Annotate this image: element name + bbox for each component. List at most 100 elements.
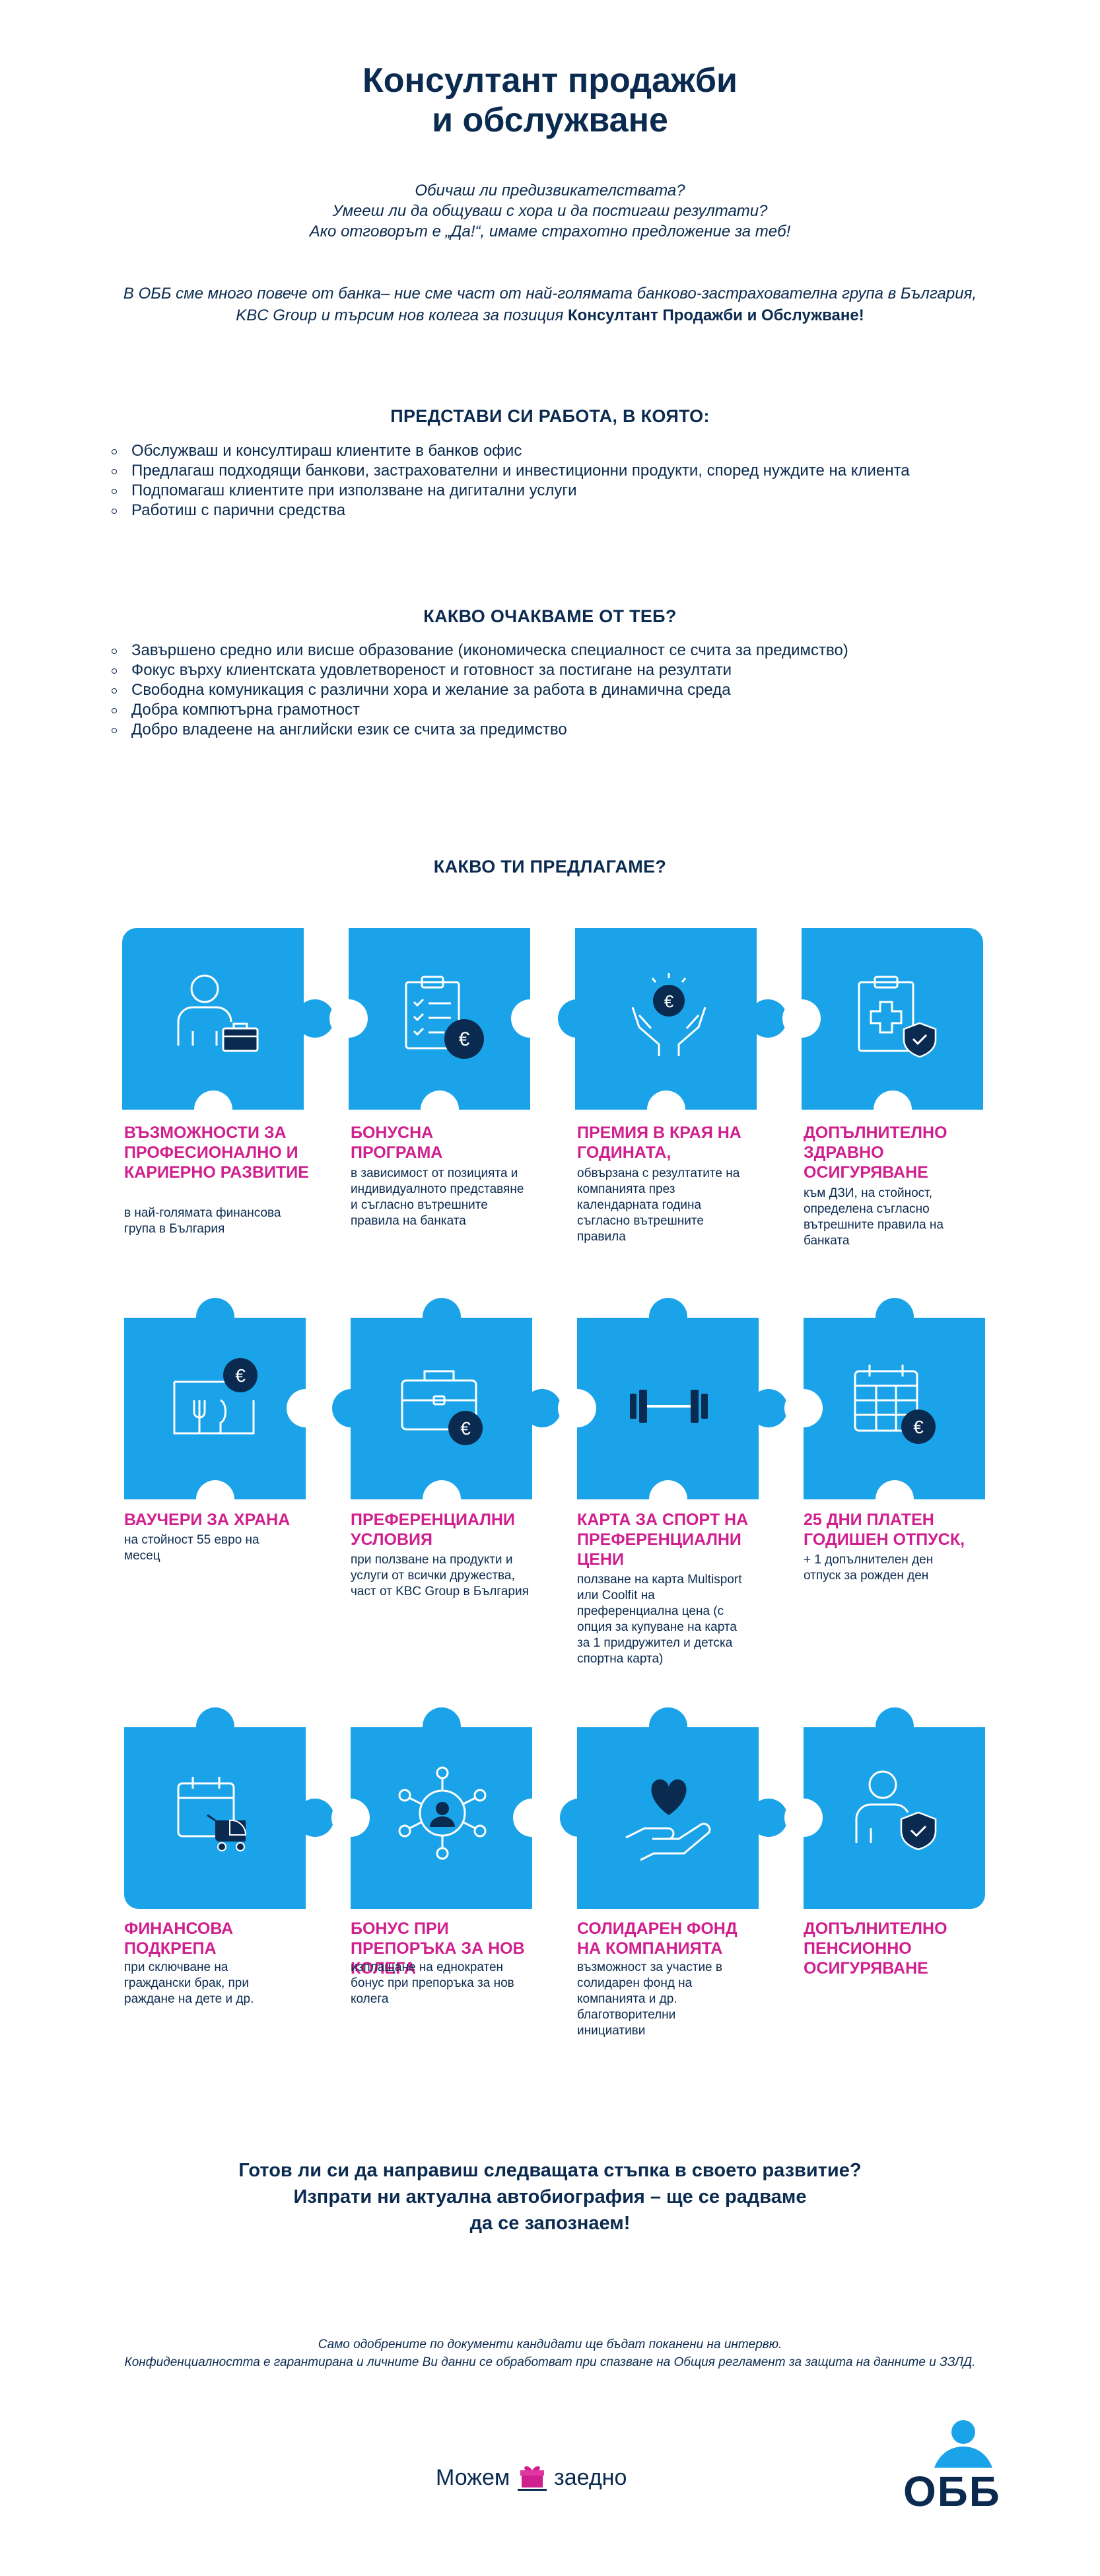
person-briefcase-icon	[177, 974, 259, 1052]
benefit-title: ФИНАНСОВА ПОДКРЕПА	[124, 1919, 234, 1958]
puzzle-piece	[804, 1727, 985, 1909]
benefit-description: в най-голямата финансова група в Българи…	[124, 1206, 281, 1236]
puzzle-piece	[802, 928, 983, 1110]
benefit-title: ВЪЗМОЖНОСТИ ЗА ПРОФЕСИОНАЛНО И КАРИЕРНО …	[124, 1124, 309, 1182]
referral-network-icon	[398, 1766, 487, 1860]
puzzle-knob	[749, 999, 787, 1038]
benefit-title: ДОПЪЛНИТЕЛНО ЗДРАВНО ОСИГУРЯВАНЕ	[804, 1124, 947, 1182]
puzzle-hole	[331, 1799, 370, 1837]
benefit-title: СОЛИДАРЕН ФОНД НА КОМПАНИЯТА	[577, 1919, 738, 1958]
svg-text:€: €	[460, 1418, 471, 1439]
person-shield-icon	[855, 1770, 937, 1851]
about-line-2: KBC Group и търсим нов колега за позиция…	[79, 304, 1021, 326]
list-item: Предлагаш подходящи банкови, застраховат…	[109, 461, 910, 481]
puzzle-knob	[749, 1799, 788, 1837]
about-line-1: В ОББ сме много повече от банка– ние сме…	[123, 285, 977, 303]
benefit-title: БОНУСНА ПРОГРАМА	[351, 1124, 443, 1162]
list-item: Свободна комуникация с различни хора и ж…	[109, 680, 848, 700]
benefit-description: при сключване на граждански брак, при ра…	[124, 1960, 254, 2006]
title-line-1: Консултант продажби	[362, 61, 738, 100]
benefit-description: на стойност 55 евро на месец	[124, 1533, 259, 1563]
puzzle-piece	[804, 1318, 985, 1499]
puzzle-hole	[287, 1389, 325, 1427]
puzzle-knob	[649, 1707, 687, 1746]
puzzle-hole	[194, 1091, 232, 1129]
puzzle-knob	[296, 999, 334, 1038]
svg-text:€: €	[459, 1028, 470, 1050]
calendar-euro-icon: €	[854, 1365, 936, 1444]
benefit-title: КАРТА ЗА СПОРТ НА ПРЕФЕРЕНЦИАЛНИ ЦЕНИ	[577, 1511, 749, 1569]
puzzle-hole	[423, 1480, 461, 1519]
benefit-description: при ползване на продукти и услуги от вси…	[351, 1553, 529, 1598]
slogan-word-2: заедно	[554, 2464, 627, 2490]
puzzle-knob	[196, 1298, 234, 1336]
work-list: Обслужваш и консултираш клиентите в банк…	[109, 441, 910, 520]
puzzle-hole	[647, 1091, 685, 1129]
cta-line-3: да се запознаем!	[469, 2213, 631, 2234]
calendar-stroller-icon	[177, 1777, 247, 1851]
call-to-action: Готов ли си да направиш следващата стъпк…	[0, 2157, 1100, 2236]
dumbbell-icon	[630, 1390, 708, 1423]
gift-box-icon	[517, 2466, 547, 2491]
puzzle-knob	[296, 1799, 334, 1837]
list-item: Обслужваш и консултираш клиентите в банк…	[109, 441, 910, 461]
list-item: Завършено средно или висше образование (…	[109, 641, 848, 661]
about-line-2-text: KBC Group и търсим нов колега за позиция	[236, 306, 568, 324]
puzzle-hole	[196, 1480, 234, 1519]
ubb-logo-text: ОББ	[903, 2468, 1001, 2515]
privacy-note: Само одобрените по документи кандидати щ…	[0, 2336, 1100, 2371]
svg-text:€: €	[664, 991, 674, 1011]
gdpr-note: Конфиденциалността е гарантирана и лични…	[124, 2355, 976, 2369]
puzzle-hole	[784, 1389, 823, 1427]
list-item: Добро владеене на английски език се счит…	[109, 720, 848, 740]
puzzle-knob	[749, 1389, 788, 1427]
interview-note: Само одобрените по документи кандидати щ…	[318, 2338, 782, 2351]
puzzle-hole	[874, 1091, 912, 1129]
intro-block: Обичаш ли предизвикателствата? Умееш ли …	[0, 180, 1100, 242]
benefit-description: в зависимост от позицията и индивидуално…	[351, 1166, 524, 1228]
benefit-title: ПРЕФЕРЕНЦИАЛНИ УСЛОВИЯ	[351, 1511, 515, 1549]
puzzle-hole	[421, 1091, 459, 1129]
benefit-title: ВАУЧЕРИ ЗА ХРАНА	[124, 1511, 291, 1529]
list-item: Работиш с парични средства	[109, 501, 910, 520]
puzzle-knob	[332, 1389, 370, 1427]
puzzle-knob	[876, 1707, 914, 1746]
benefit-title: ПРЕМИЯ В КРАЯ НА ГОДИНАТА,	[577, 1124, 741, 1162]
title-line-2: и обслужване	[432, 101, 668, 139]
puzzle-knob	[423, 1298, 461, 1336]
svg-text:€: €	[913, 1417, 924, 1437]
puzzle-hole	[513, 1799, 551, 1837]
puzzle-hole	[784, 1799, 823, 1837]
expect-list: Завършено средно или висше образование (…	[109, 641, 848, 740]
health-insurance-icon	[858, 976, 937, 1058]
list-item: Фокус върху клиентската удовлетвореност …	[109, 661, 848, 680]
benefit-title: ДОПЪЛНИТЕЛНО ПЕНСИОННО ОСИГУРЯВАНЕ	[804, 1919, 947, 1978]
puzzle-knob	[558, 999, 596, 1038]
ubb-logo-mark-icon	[934, 2420, 992, 2468]
intro-line-1: Обичаш ли предизвикателствата?	[415, 182, 685, 199]
offer-section-title: КАКВО ТИ ПРЕДЛАГАМЕ?	[433, 857, 667, 877]
benefit-description: обвързана с резултатите на компанията пр…	[577, 1166, 740, 1244]
benefit-description: възможност за участие в солидарен фонд н…	[577, 1960, 722, 2038]
position-name: Консултант Продажби и Обслужване!	[568, 306, 864, 324]
svg-text:€: €	[235, 1365, 246, 1386]
puzzle-hole	[876, 1480, 914, 1519]
benefit-title: БОНУС ПРИ ПРЕПОРЪКА ЗА НОВ КОЛЕГА	[351, 1919, 525, 1978]
cta-line-2: Изпрати ни актуална автобиография – ще с…	[293, 2186, 807, 2207]
puzzle-hole	[511, 999, 549, 1038]
page-title: Консултант продажби и обслужване	[0, 61, 1100, 140]
puzzle-piece	[575, 928, 757, 1110]
puzzle-knob	[876, 1298, 914, 1336]
about-company: В ОББ сме много повече от банка– ние сме…	[79, 283, 1021, 326]
expect-section-title: КАКВО ОЧАКВАМЕ ОТ ТЕБ?	[423, 606, 677, 626]
intro-line-3: Ако отговорът е „Да!“, имаме страхотно п…	[309, 223, 791, 240]
benefit-description: + 1 допълнителен ден отпуск за рожден де…	[804, 1553, 934, 1583]
puzzle-hole	[782, 999, 821, 1038]
puzzle-piece	[124, 1318, 306, 1499]
puzzle-hole	[558, 1389, 596, 1427]
benefit-description: ползване на карта Multisport или Coolfit…	[577, 1573, 742, 1666]
benefit-description: изплащане на еднократен бонус при препор…	[351, 1960, 514, 2006]
puzzle-knob	[423, 1707, 461, 1746]
slogan-word-1: Можем	[436, 2464, 510, 2490]
list-item: Добра компютърна грамотност	[109, 700, 848, 720]
